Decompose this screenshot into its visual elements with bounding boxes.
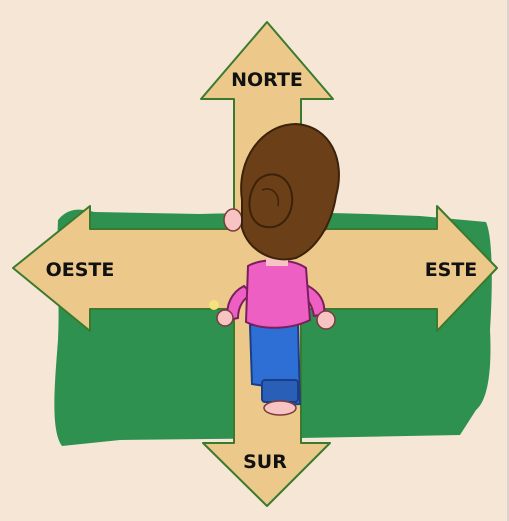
girl-character-icon (209, 122, 340, 416)
east-label: ESTE (425, 259, 478, 281)
west-label: OESTE (46, 259, 115, 281)
south-label: SUR (243, 451, 287, 473)
north-label: NORTE (231, 69, 303, 91)
